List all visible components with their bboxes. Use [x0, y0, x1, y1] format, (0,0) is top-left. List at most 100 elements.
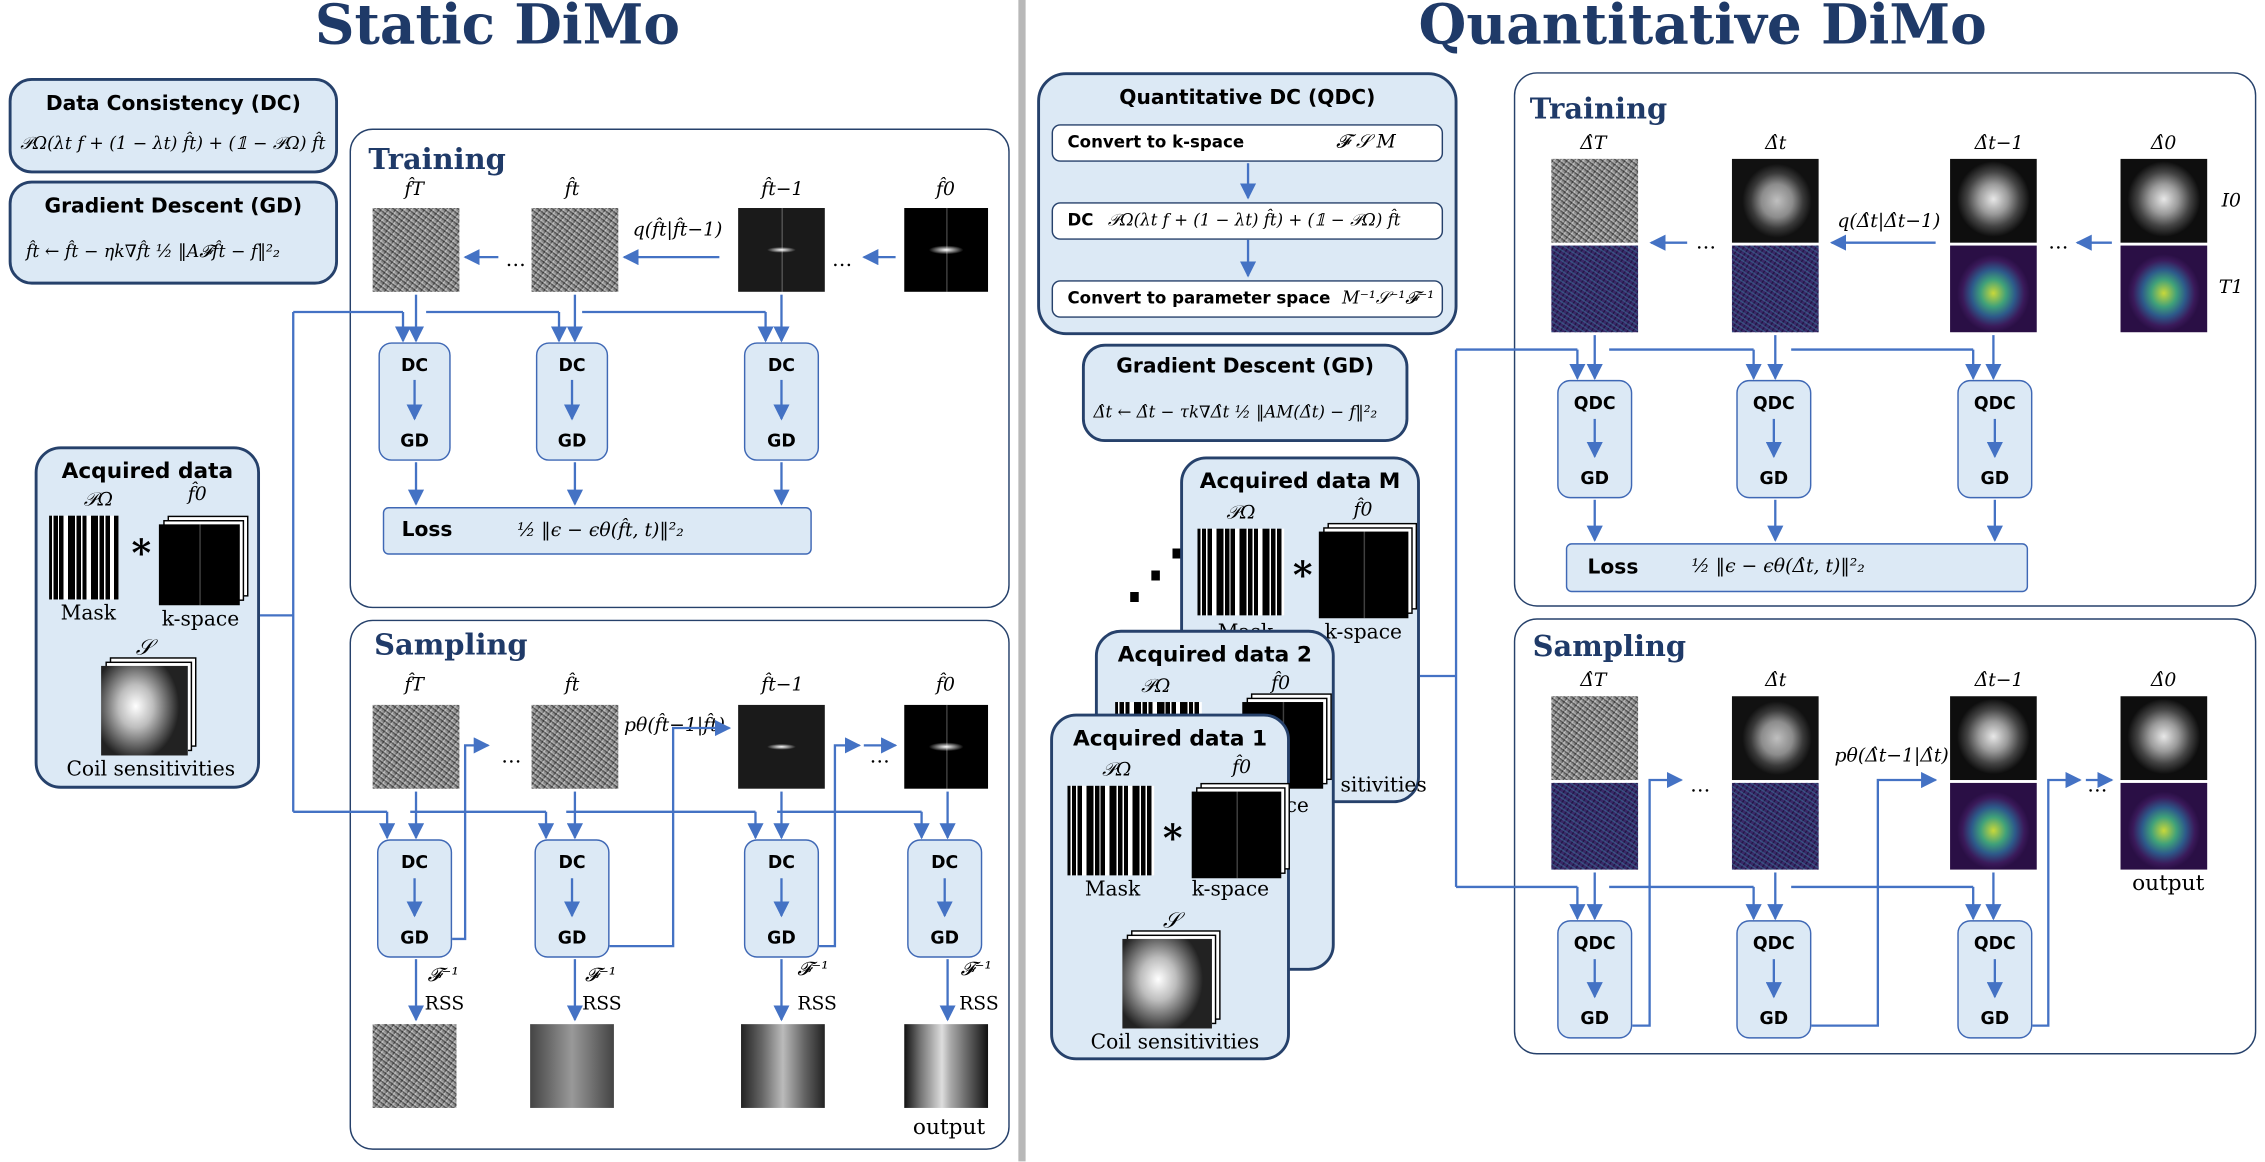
gd-label: GD	[1980, 1008, 2010, 1029]
gd-label: GD	[767, 430, 796, 451]
qdc-label: QDC	[1752, 392, 1795, 414]
q-samp-image-0-i0	[2120, 696, 2208, 781]
mask-image	[49, 515, 119, 600]
q-samp-image-0-t1	[2120, 782, 2208, 870]
samp-image-fT	[372, 704, 460, 789]
stack-ellipsis: ⋰	[1123, 537, 1188, 612]
samp-image-f0	[904, 704, 989, 789]
gd-label: GD	[767, 927, 796, 948]
acq-1-kspace-label: k-space	[1191, 878, 1270, 902]
samp-p-label: pθ(f̂t−1|f̂t)	[624, 715, 726, 737]
acq-1-title: Acquired data 1	[1072, 725, 1268, 752]
samp-image-ft-1	[738, 704, 825, 789]
qdc-row3-formula: M⁻¹𝒮⁻¹𝓕⁻¹	[1341, 287, 1435, 308]
q-samp-p-label: pθ(Δ̂t−1|Δ̂t)	[1834, 745, 1949, 768]
rss-output-image	[904, 1024, 989, 1108]
q-gd-definition-box: Gradient Descent (GD) Δ̂t ← Δ̂t − τk∇Δ̂t…	[1081, 343, 1409, 443]
acquired-data-1-box: Acquired data 1 𝒫Ω f̂0 * Mask k-space 𝒮 …	[1050, 713, 1290, 1061]
mask-symbol: 𝒫Ω	[83, 489, 113, 512]
q-train-image-0-i0	[2120, 158, 2208, 243]
samp-image-ft	[531, 704, 619, 789]
qdc-row1-label: Convert to k-space	[1067, 131, 1245, 152]
i0-label: I0	[2221, 190, 2242, 213]
q-samp-col-label-T: Δ̂T	[1580, 670, 1607, 692]
q-samp-image-t-1-i0	[1950, 696, 2037, 781]
rss-image-2	[530, 1024, 614, 1108]
q-train-image-T-i0	[1551, 158, 1639, 243]
qdc-label: QDC	[1573, 933, 1616, 954]
acq-m-kspace-image	[1318, 531, 1409, 619]
train-col-label-t-1: f̂t−1	[761, 179, 804, 201]
dc-label: DC	[931, 852, 959, 873]
rss-image-3	[741, 1024, 825, 1108]
train-dcgd-block-1: DC GD	[378, 342, 451, 461]
acq-2-ksp-symbol: f̂0	[1271, 673, 1291, 695]
gd-label: GD	[400, 927, 429, 948]
train-dcgd-block-3: DC GD	[743, 342, 820, 461]
finv-label-3: 𝓕⁻¹	[797, 959, 829, 981]
q-train-dots-2: …	[2048, 231, 2069, 255]
acq-1-coil-image	[1122, 938, 1212, 1029]
mask-label: Mask	[60, 602, 117, 626]
rss-image-1	[372, 1024, 457, 1108]
rss-label-2: RSS	[582, 993, 622, 1016]
training-label: Training	[368, 141, 506, 177]
samp-dcgd-block-4: DC GD	[907, 839, 983, 958]
q-samp-block-3: QDC GD	[1957, 920, 2033, 1039]
q-sampling-label: Sampling	[1532, 628, 1687, 664]
qdc-label: QDC	[1752, 933, 1795, 954]
acq-2-coil-label-tail: sitivities	[1340, 774, 1427, 798]
samp-dots-2: …	[869, 745, 890, 769]
q-train-loss-box: Loss ½ ‖ϵ − ϵθ(Δ̂t, t)‖²₂	[1565, 543, 2029, 593]
q-train-image-t-i0	[1731, 158, 1819, 243]
q-train-block-3: QDC GD	[1957, 379, 2033, 499]
q-samp-col-label-t: Δ̂t	[1765, 670, 1787, 692]
gd-label: GD	[1759, 1008, 1789, 1029]
q-gd-box-formula: Δ̂t ← Δ̂t − τk∇Δ̂t ½ ‖AM(Δ̂t) − f‖²₂	[1093, 401, 1378, 422]
q-train-block-1: QDC GD	[1557, 379, 1633, 499]
qdc-definition-box: Quantitative DC (QDC) Convert to k-space…	[1037, 72, 1458, 336]
q-gd-box-title: Gradient Descent (GD)	[1116, 355, 1374, 379]
coil-label: Coil sensitivities	[66, 758, 236, 782]
samp-col-label-T: f̂T	[404, 674, 424, 697]
train-dcgd-block-2: DC GD	[535, 342, 609, 461]
convolve-star: *	[131, 533, 152, 577]
qdc-row-param: Convert to parameter space M⁻¹𝒮⁻¹𝓕⁻¹	[1051, 280, 1444, 318]
coil-symbol: 𝒮	[135, 634, 153, 661]
q-samp-col-label-t-1: Δ̂t−1	[1974, 670, 2024, 692]
finv-label-2: 𝓕⁻¹	[585, 964, 617, 987]
rss-label-1: RSS	[424, 993, 465, 1016]
train-dots-2: …	[832, 248, 853, 272]
finv-label-4: 𝓕⁻¹	[960, 959, 992, 981]
acq-m-mask-symbol: 𝒫Ω	[1226, 502, 1256, 525]
qdc-box-title: Quantitative DC (QDC)	[1119, 86, 1376, 110]
dc-label: DC	[401, 852, 429, 873]
q-samp-dots-1: …	[1690, 774, 1711, 798]
acq-1-kspace-image	[1191, 791, 1282, 879]
samp-dots-1: …	[501, 745, 522, 769]
q-train-image-t-1-t1	[1950, 245, 2037, 333]
train-dots-1: …	[505, 248, 526, 272]
q-train-col-label-t: Δ̂t	[1765, 132, 1787, 155]
q-train-dots-1: …	[1695, 231, 1717, 255]
q-samp-block-1: QDC GD	[1557, 920, 1633, 1039]
train-col-label-0: f̂0	[936, 179, 955, 201]
dc-label: DC	[767, 355, 796, 376]
loss-label: Loss	[401, 518, 453, 542]
qdc-row1-formula: 𝓕 𝒮 M	[1336, 131, 1396, 154]
dc-label: DC	[767, 852, 796, 873]
qdc-row2-label: DC	[1067, 209, 1094, 230]
train-loss-box: Loss ½ ‖ϵ − ϵθ(f̂t, t)‖²₂	[382, 507, 812, 555]
q-train-image-T-t1	[1551, 245, 1639, 333]
t1-label: T1	[2218, 277, 2244, 300]
acq-m-title: Acquired data M	[1199, 468, 1401, 495]
train-image-ft-1	[738, 208, 825, 292]
q-samp-output-label: output	[2132, 869, 2205, 896]
q-loss-label: Loss	[1587, 556, 1639, 580]
q-train-col-label-t-1: Δ̂t−1	[1974, 132, 2024, 155]
acq-m-mask-image	[1197, 528, 1285, 616]
train-image-f0	[904, 208, 989, 292]
acq-1-star: *	[1162, 817, 1183, 861]
acq-1-mask-image	[1067, 785, 1155, 876]
gd-label: GD	[557, 430, 587, 451]
